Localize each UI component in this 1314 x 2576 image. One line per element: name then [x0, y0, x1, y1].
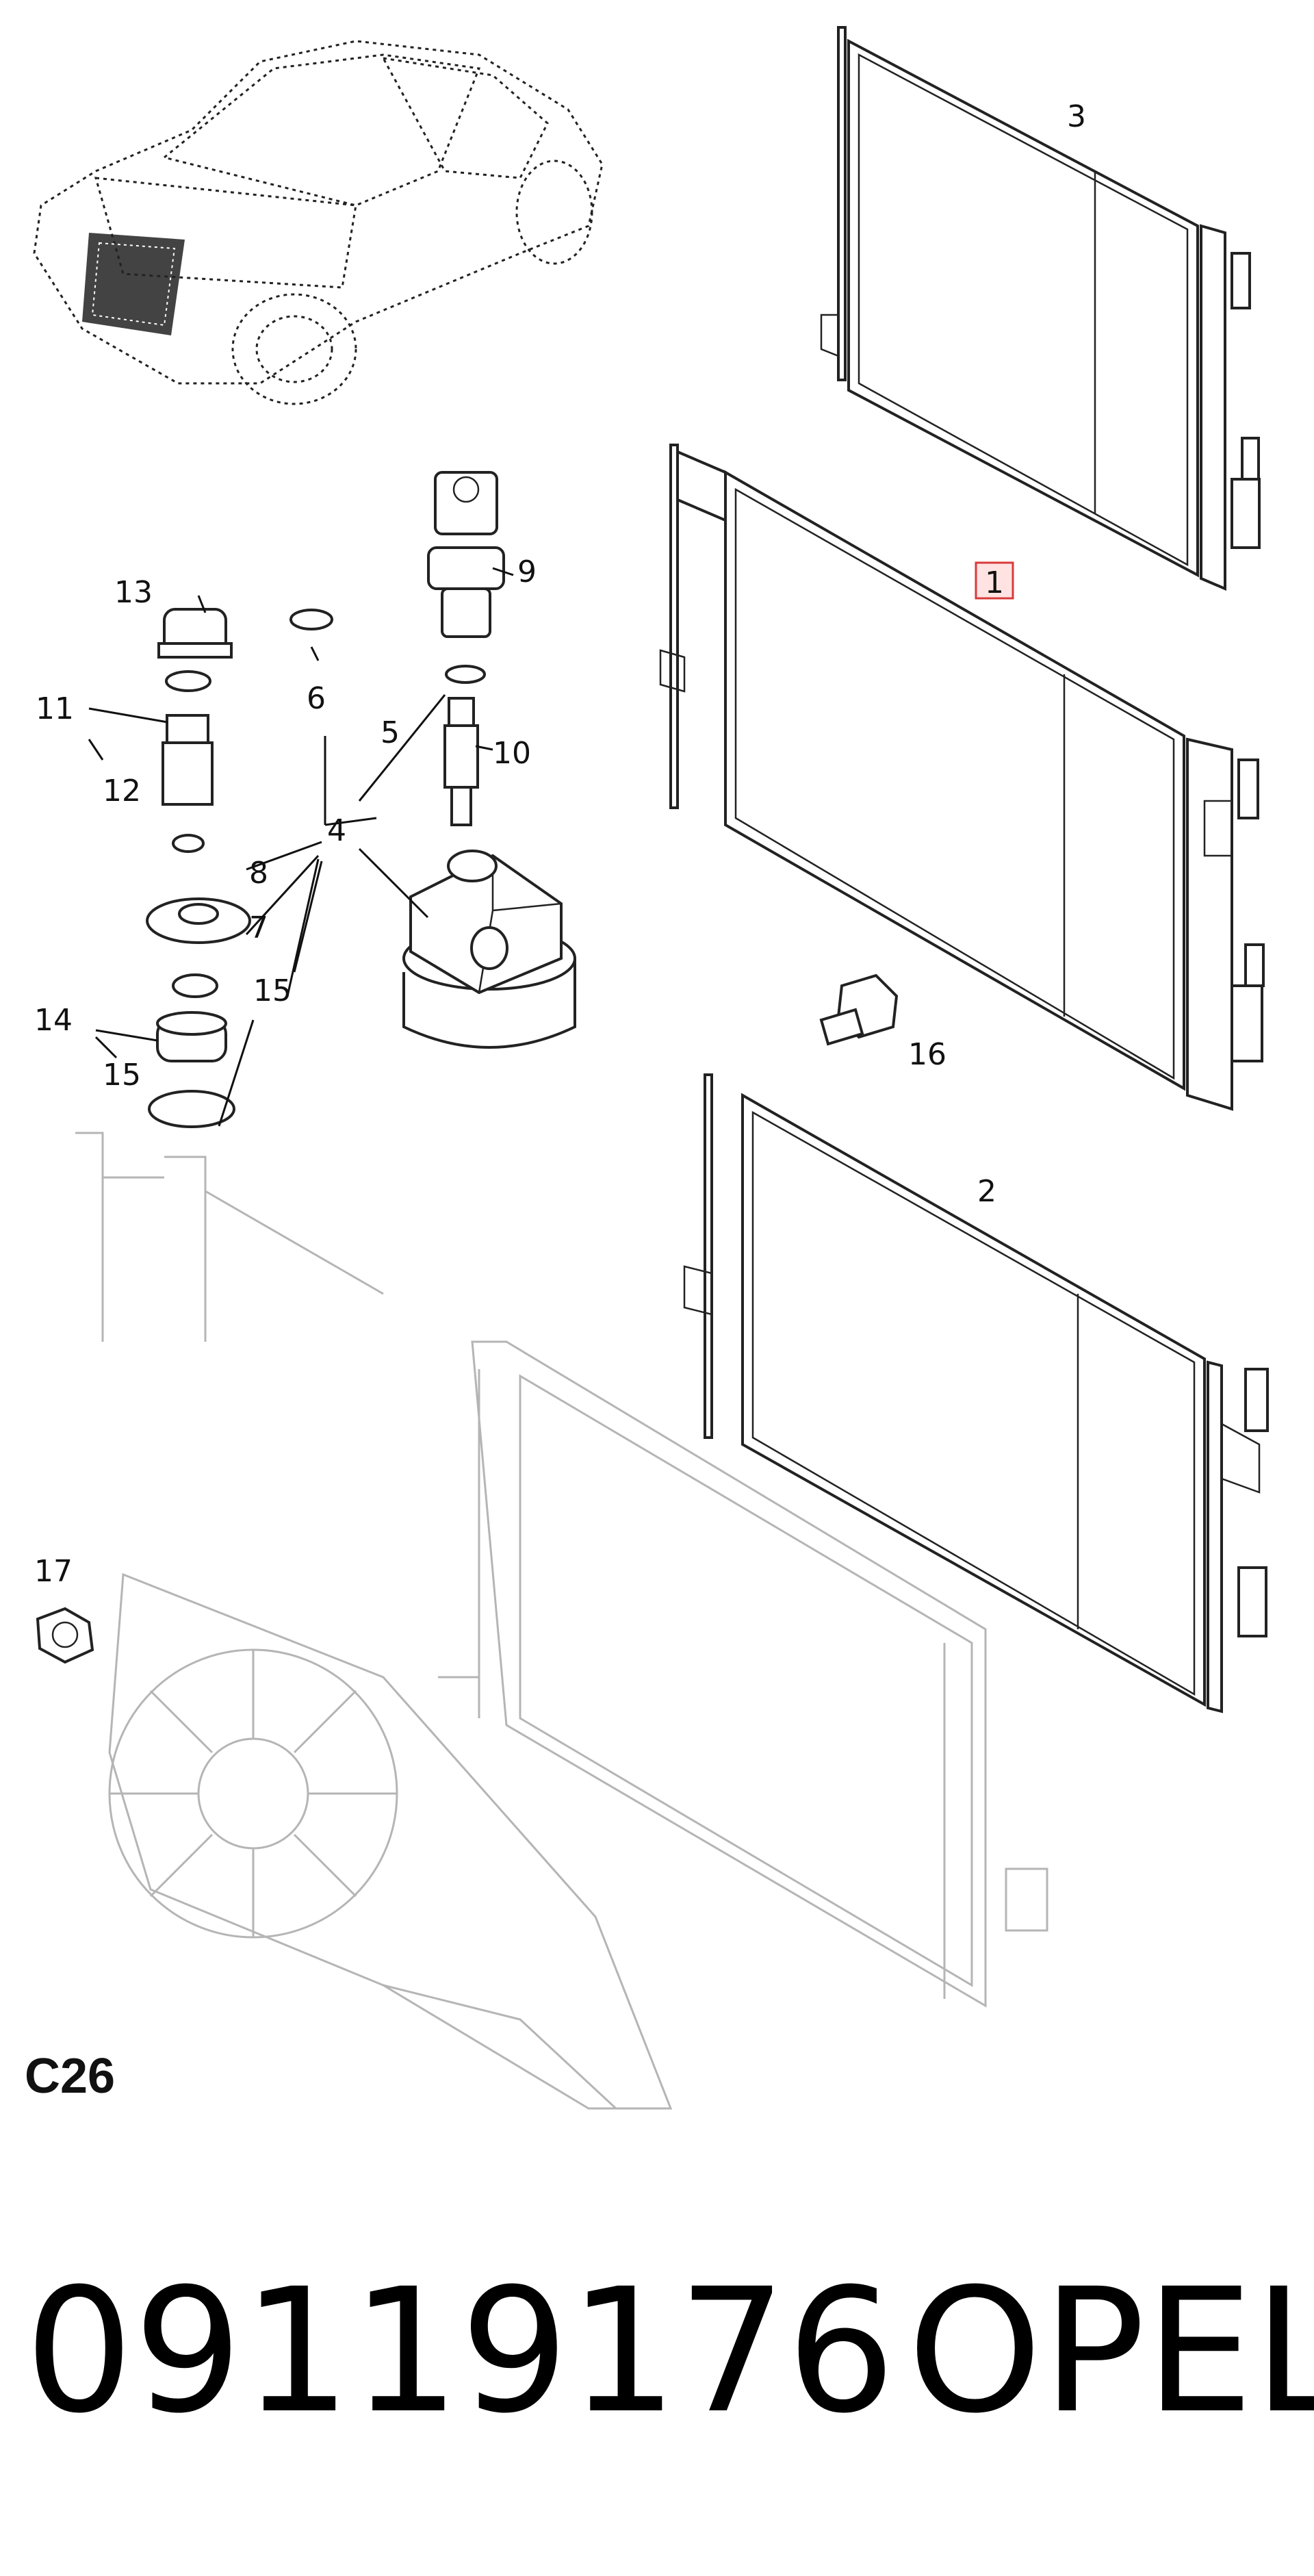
callout-6[interactable]: 6 — [307, 681, 326, 716]
callout-10[interactable]: 10 — [493, 736, 531, 771]
callout-15b[interactable]: 15 — [103, 1058, 141, 1093]
callout-2[interactable]: 2 — [977, 1174, 996, 1209]
callout-3[interactable]: 3 — [1067, 99, 1086, 134]
callout-4[interactable]: 4 — [327, 813, 346, 848]
bolt-16-illustration — [819, 973, 899, 1046]
callout-11[interactable]: 11 — [36, 691, 74, 726]
cap-13-illustration — [157, 608, 233, 659]
callout-14[interactable]: 14 — [34, 1003, 73, 1038]
leader-lines — [88, 567, 514, 1127]
callout-13[interactable]: 13 — [114, 575, 153, 610]
receiver-drier-illustration — [402, 850, 576, 1049]
oring-12-illustration — [165, 670, 211, 853]
callout-15a[interactable]: 15 — [253, 973, 292, 1008]
oring-5-illustration — [445, 665, 486, 684]
section-code: C26 — [25, 2049, 116, 2104]
condenser-2-illustration — [683, 1073, 1269, 1713]
pressure-switch-9-illustration — [427, 471, 505, 638]
background-fan-shroud-ghost — [108, 1572, 673, 2110]
valve-10-illustration — [443, 697, 479, 826]
disc-8-illustration — [146, 897, 251, 944]
condenser-3-illustration — [820, 26, 1261, 591]
exploded-parts-diagram: 1 2 3 4 5 6 7 8 9 10 11 12 13 14 15 15 1… — [33, 26, 1269, 2110]
callout-12[interactable]: 12 — [103, 774, 141, 808]
condenser-1-illustration — [659, 444, 1265, 1111]
background-radiator-ghost — [75, 1132, 1048, 2008]
callout-5[interactable]: 5 — [381, 715, 400, 750]
callout-8[interactable]: 8 — [249, 856, 268, 891]
callout-7[interactable]: 7 — [249, 910, 268, 945]
oring-6-illustration — [289, 609, 333, 630]
oring-15-illustration — [148, 1090, 235, 1128]
selected-callout-box — [975, 561, 1014, 600]
footer-part-info: 09119176 OPEL — [25, 2252, 1314, 2471]
callout-17[interactable]: 17 — [34, 1554, 73, 1589]
callout-16[interactable]: 16 — [908, 1037, 946, 1072]
callout-9[interactable]: 9 — [517, 554, 537, 589]
snap-ring-7-illustration — [172, 973, 218, 998]
nut-17-illustration — [36, 1607, 94, 1664]
seal-14-illustration — [156, 1011, 227, 1062]
valve-11-illustration — [162, 714, 214, 806]
brand-name: OPEL — [907, 2252, 1314, 2451]
vehicle-illustration — [33, 40, 604, 405]
callout-1[interactable]: 1 — [985, 565, 1004, 600]
part-number: 09119176 — [25, 2252, 896, 2451]
